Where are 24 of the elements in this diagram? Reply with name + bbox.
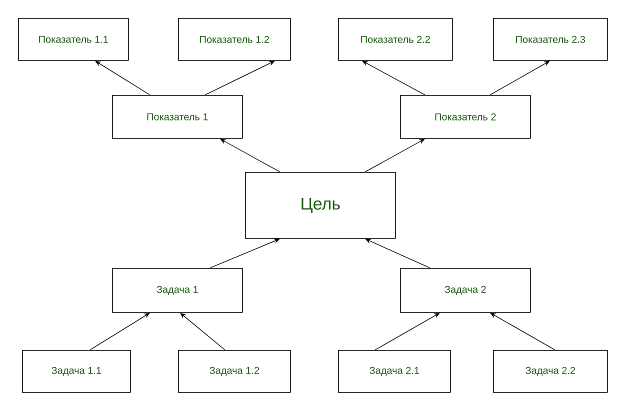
box: Показатель 2.3 — [493, 18, 608, 61]
box: Показатель 2.2 — [338, 18, 453, 61]
box: Показатель 2 — [400, 95, 531, 139]
arrow — [364, 138, 425, 172]
arrow — [204, 60, 275, 96]
box: Задача 1.1 — [22, 350, 131, 393]
arrow — [490, 312, 556, 350]
arrow — [220, 138, 280, 172]
box: Задача 2.1 — [338, 350, 451, 393]
box: Показатель 1.1 — [18, 18, 129, 61]
arrow — [365, 238, 430, 268]
box: Показатель 1.2 — [178, 18, 291, 61]
arrow — [90, 312, 150, 350]
goal-box: Цель — [245, 172, 396, 239]
arrow — [490, 60, 550, 96]
arrow — [362, 60, 426, 96]
box: Показатель 1 — [112, 95, 243, 139]
box: Задача 2 — [400, 268, 531, 313]
box: Задача 2.2 — [493, 350, 608, 393]
box: Задача 1 — [112, 268, 243, 313]
arrow — [95, 60, 150, 96]
arrow — [210, 238, 280, 268]
arrow — [374, 312, 440, 350]
box: Задача 1.2 — [178, 350, 291, 393]
